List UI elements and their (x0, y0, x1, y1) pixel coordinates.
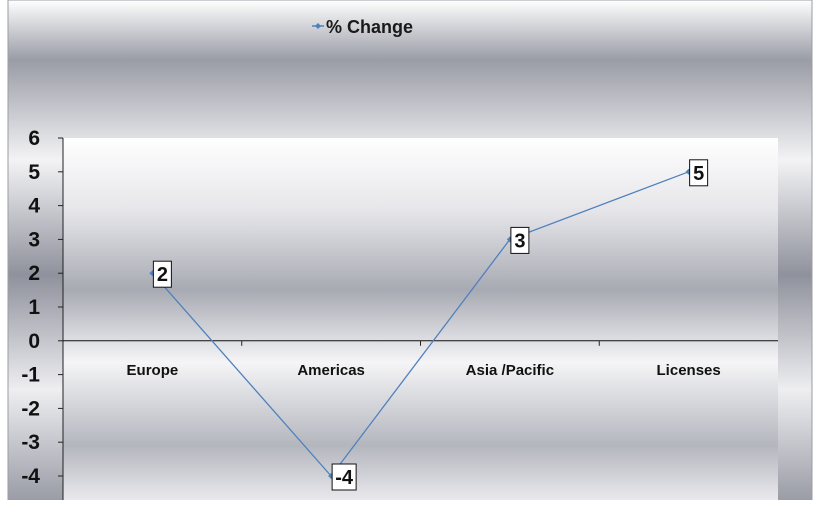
legend-series-label: % Change (326, 17, 413, 37)
y-tick-label: 2 (28, 262, 40, 285)
y-tick-label: 1 (28, 296, 40, 319)
y-tick-label: -3 (21, 431, 40, 454)
y-tick-label: 0 (28, 330, 40, 353)
data-labels-group: 2 -4 3 5 (152, 159, 709, 491)
y-tick-label: 4 (28, 195, 40, 218)
data-label: 5 (693, 163, 704, 185)
data-label-box (689, 159, 709, 187)
plot-area (63, 138, 778, 500)
data-label-box (510, 226, 530, 254)
data-label-box (331, 463, 357, 491)
series-line (151, 171, 689, 478)
legend: % Change (312, 17, 413, 37)
y-tick-label: -1 (21, 364, 40, 387)
y-tick-label: 6 (28, 127, 40, 150)
data-label-box (152, 260, 172, 288)
x-axis-labels: Europe Americas Asia /Pacific Licenses (127, 362, 721, 379)
legend-marker-icon (315, 23, 321, 29)
x-tick-label: Licenses (657, 362, 721, 379)
y-tick-label: -4 (21, 465, 40, 488)
y-tick-label: 5 (28, 161, 40, 184)
data-label: 3 (514, 230, 525, 252)
x-tick-label: Europe (127, 362, 179, 379)
data-label: -4 (335, 467, 354, 489)
x-tick-label: Asia /Pacific (466, 362, 554, 379)
data-label: 2 (157, 264, 168, 286)
y-tick-label: 3 (28, 228, 40, 251)
x-ticks (241, 340, 600, 346)
x-tick-label: Americas (297, 362, 365, 379)
y-tick-label: -2 (21, 397, 40, 420)
y-ticks: 6 5 4 3 2 1 0 -1 -2 -3 -4 (21, 127, 63, 488)
